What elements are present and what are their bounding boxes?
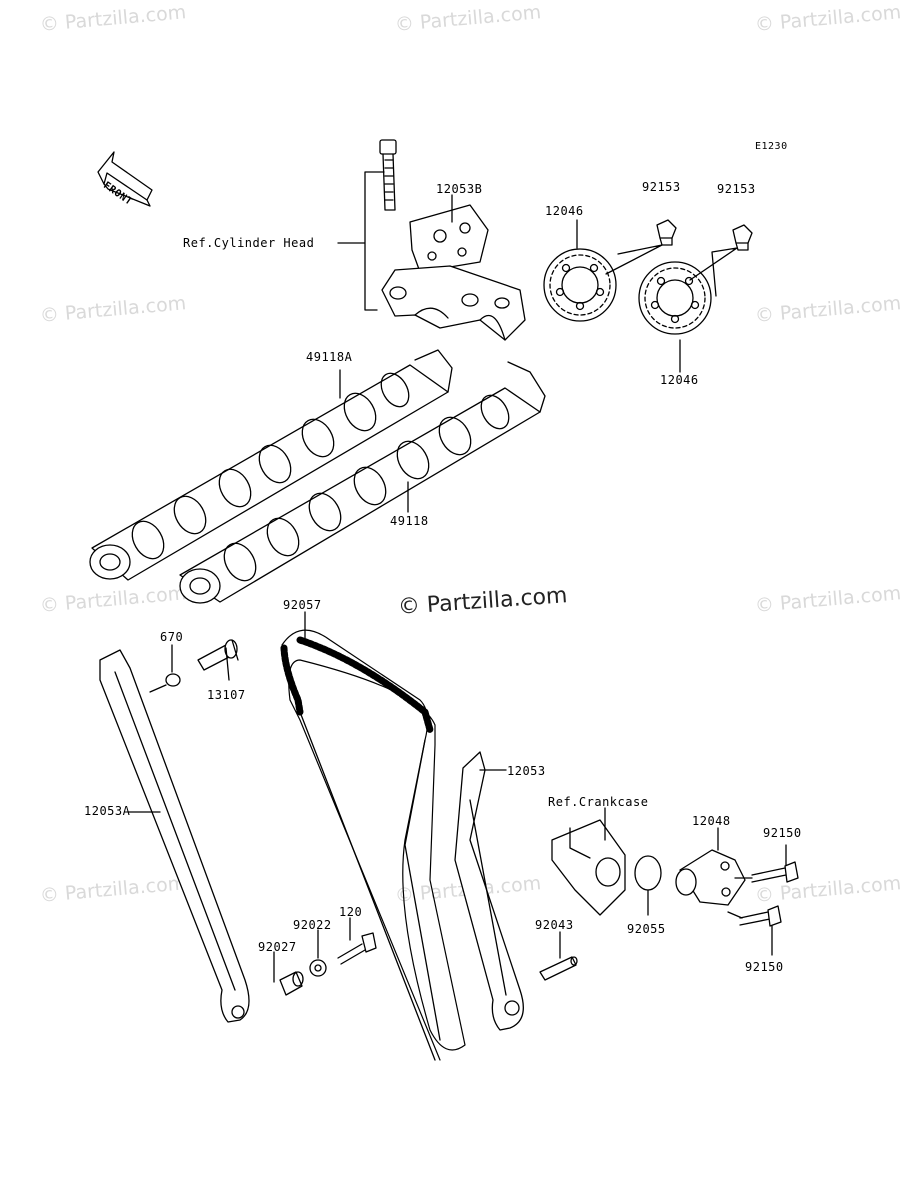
guide-bolt-icon — [337, 932, 377, 965]
diagram-code: E1230 — [755, 141, 788, 152]
front-arrow-icon — [97, 151, 153, 207]
tensioner-bolt-icon — [751, 861, 799, 883]
washer-icon — [309, 959, 327, 977]
part-92055-label[interactable]: 92055 — [627, 922, 666, 936]
guide-pin-icon — [197, 639, 239, 681]
part-92022-label[interactable]: 92022 — [293, 918, 332, 932]
sprocket-bolt-icon — [732, 224, 753, 251]
part-120-label[interactable]: 120 — [339, 905, 363, 919]
part-49118-label[interactable]: 49118 — [390, 514, 429, 528]
part-12053b-label: 12053B — [436, 182, 483, 196]
part-49118a-label[interactable]: 49118A — [306, 350, 353, 364]
crankcase-mount-icon — [551, 819, 626, 916]
part-92150-a-label[interactable]: 92150 — [763, 826, 802, 840]
part-12046-bottom-label[interactable]: 12046 — [660, 373, 699, 387]
part-12046-top-label[interactable]: 12046 — [545, 204, 584, 218]
camshaft-cap-icon — [381, 265, 526, 341]
part-13107-label[interactable]: 13107 — [207, 688, 246, 702]
part-12053a-label[interactable]: 12053A — [84, 804, 131, 818]
camshaft-intake-icon — [89, 349, 453, 581]
chain-guide-12053a-icon — [99, 649, 250, 1023]
part-92057-label[interactable]: 92057 — [283, 598, 322, 612]
ref-cylinder-head-label: Ref.Cylinder Head — [183, 236, 315, 250]
cam-chain-icon — [280, 629, 466, 1061]
chain-tensioner-icon — [675, 849, 746, 906]
guide-12053b-icon — [409, 194, 489, 273]
sprocket-icon — [638, 261, 712, 335]
collar-icon — [279, 971, 304, 996]
part-12053-label[interactable]: 12053 — [507, 764, 546, 778]
o-ring-icon — [634, 855, 662, 891]
part-92150-b-label[interactable]: 92150 — [745, 960, 784, 974]
ref-bracket — [337, 171, 385, 311]
tensioner-bolt-icon — [739, 905, 782, 927]
cap-bolt-icon — [379, 139, 397, 211]
sprocket-icon — [543, 248, 617, 322]
sprocket-bolt-icon — [656, 219, 677, 246]
dowel-pin-icon — [539, 956, 578, 981]
ref-crankcase-label: Ref.Crankcase — [548, 795, 649, 809]
chain-tensioner-guide-icon — [454, 751, 524, 1031]
part-670-label[interactable]: 670 — [160, 630, 184, 644]
part-92043-label[interactable]: 92043 — [535, 918, 574, 932]
o-ring-icon — [165, 673, 181, 687]
part-92027-label[interactable]: 92027 — [258, 940, 297, 954]
camshaft-exhaust-icon — [179, 361, 546, 604]
part-92153-a-label[interactable]: 92153 — [642, 180, 681, 194]
part-12048-label[interactable]: 12048 — [692, 814, 731, 828]
part-92153-b-label[interactable]: 92153 — [717, 182, 756, 196]
